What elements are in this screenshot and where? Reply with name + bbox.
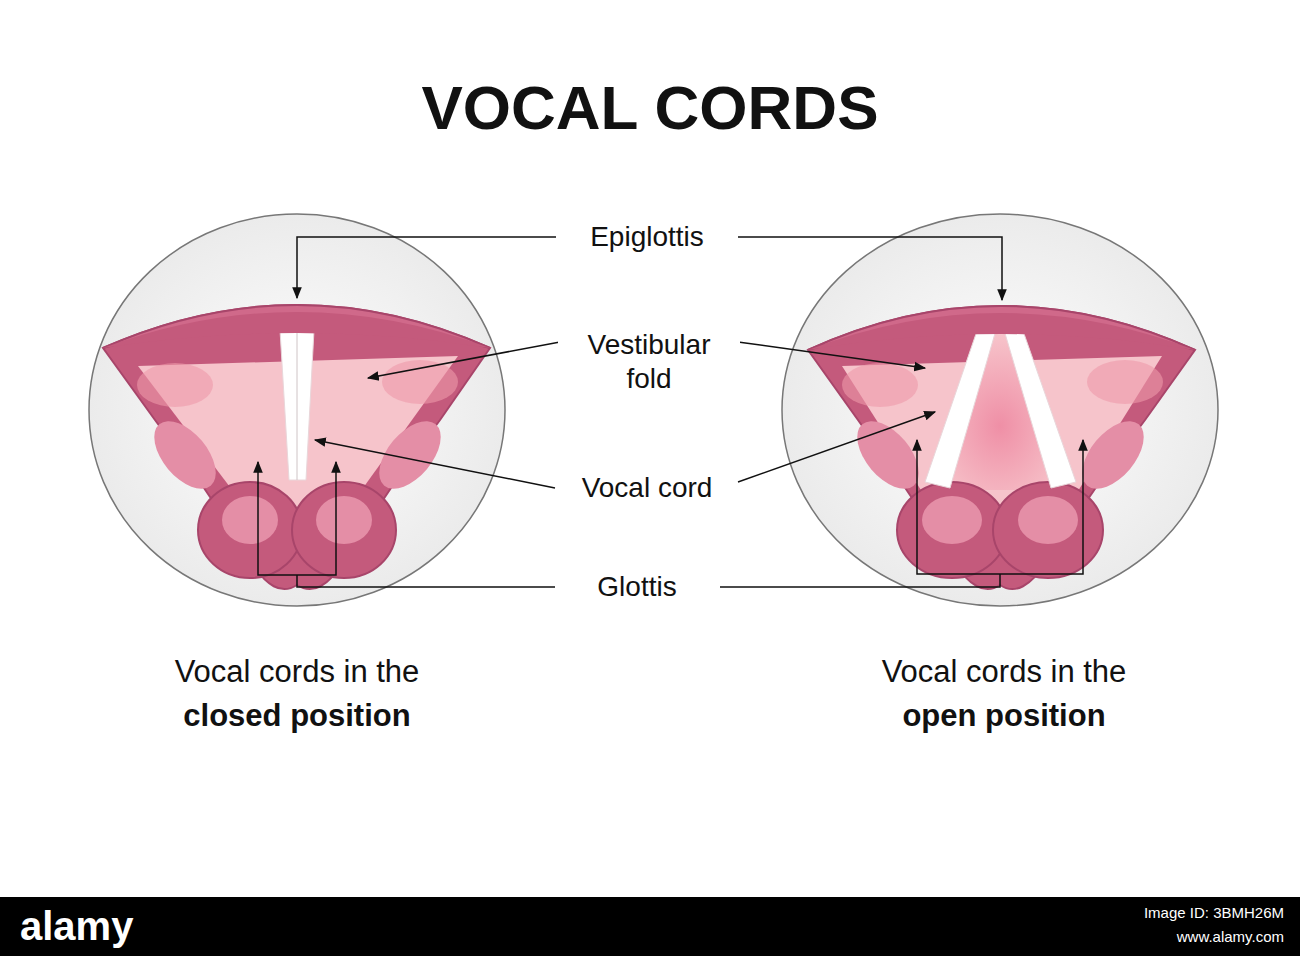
diagram-title: VOCAL CORDS — [421, 71, 878, 145]
watermark: www.alamy.com — [1177, 928, 1284, 946]
larynx-open — [782, 214, 1218, 606]
leader-lines — [258, 237, 1083, 587]
watermark: alamy — [20, 902, 133, 950]
part-name: Vocal cord — [576, 471, 719, 505]
caption-line: Vocal cords in the — [175, 653, 420, 690]
caption-line: open position — [902, 697, 1105, 734]
caption-line: closed position — [183, 697, 410, 734]
part-name: Epiglottis — [584, 220, 710, 254]
part-name: Vestibular fold — [558, 328, 740, 395]
watermark-bar — [0, 897, 1300, 956]
watermark: Image ID: 3BMH26M — [1144, 904, 1284, 922]
part-name: Glottis — [591, 570, 682, 604]
caption-line: Vocal cords in the — [882, 653, 1127, 690]
